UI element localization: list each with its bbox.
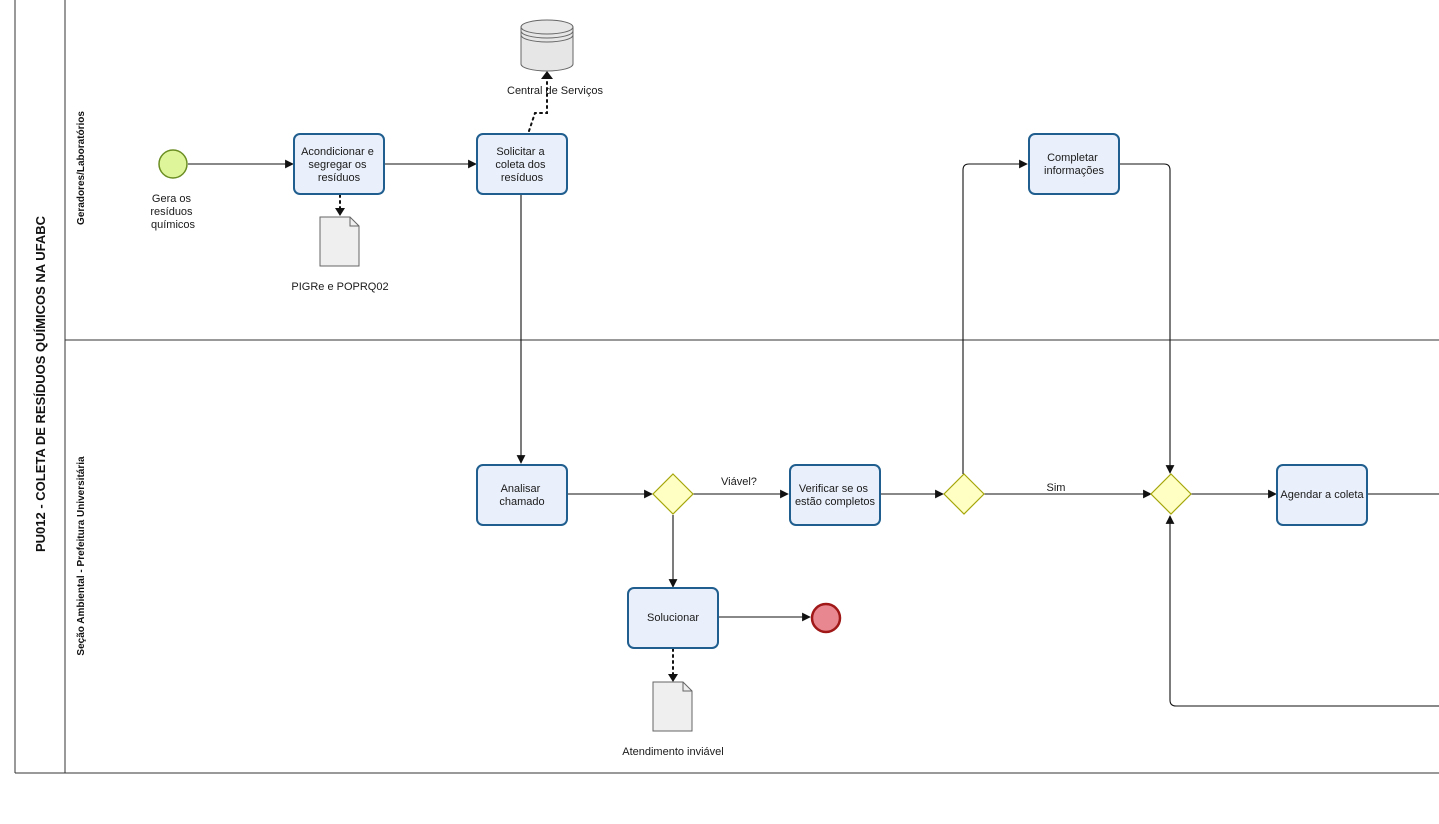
- document-atendimento[interactable]: [652, 681, 693, 732]
- task-solicitar[interactable]: Solicitar a coleta dos resíduos: [476, 133, 568, 195]
- flow-gateway2-to-completar: [962, 159, 1028, 474]
- pool-title: PU012 - COLETA DE RESÍDUOS QUÍMICOS NA U…: [33, 215, 48, 552]
- document-pigre[interactable]: [319, 216, 360, 267]
- task-agendar[interactable]: Agendar a coleta: [1276, 464, 1368, 526]
- end-event[interactable]: [810, 602, 842, 634]
- task-solucionar[interactable]: Solucionar: [627, 587, 719, 649]
- gateway-merge[interactable]: [1150, 473, 1192, 515]
- lane-title-geradores: Geradores/Laboratórios: [76, 111, 87, 225]
- start-event-label: Gera os resíduos químicos: [150, 193, 195, 231]
- task-verificar-label: Verificar se os estão completos: [795, 483, 876, 508]
- task-solicitar-label: Solicitar a coleta dos resíduos: [495, 146, 548, 184]
- task-verificar[interactable]: Verificar se os estão completos: [789, 464, 881, 526]
- flow-loop-to-gateway3: [1165, 515, 1439, 707]
- gateway-viavel[interactable]: [652, 473, 694, 515]
- associations: [335, 71, 678, 682]
- document-atendimento-label: Atendimento inviável: [622, 746, 724, 758]
- flow-completar-to-gateway3: [1119, 163, 1175, 474]
- lane-title-secao: Seção Ambiental - Prefeitura Universitár…: [76, 456, 87, 656]
- task-completar-label: Completar informações: [1044, 152, 1104, 177]
- assoc-solicitar-central: [528, 76, 548, 132]
- flow-label-sim: Sim: [1047, 482, 1066, 494]
- task-analisar[interactable]: Analisar chamado: [476, 464, 568, 526]
- sequence-flows: [188, 159, 1439, 707]
- start-event[interactable]: [158, 149, 188, 179]
- task-agendar-label: Agendar a coleta: [1280, 489, 1364, 501]
- task-acondicionar-label: Acondicionar e segregar os resíduos: [301, 146, 377, 184]
- task-solucionar-label: Solucionar: [647, 612, 699, 624]
- task-acondicionar[interactable]: Acondicionar e segregar os resíduos: [293, 133, 385, 195]
- pool: PU012 - COLETA DE RESÍDUOS QUÍMICOS NA U…: [14, 0, 1439, 774]
- task-analisar-label: Analisar chamado: [499, 483, 544, 508]
- datastore-central-servicos[interactable]: [520, 19, 574, 72]
- document-pigre-label: PIGRe e POPRQ02: [291, 281, 388, 293]
- task-completar[interactable]: Completar informações: [1028, 133, 1120, 195]
- gateway-completos[interactable]: [943, 473, 985, 515]
- datastore-central-servicos-label: Central de Serviços: [507, 85, 603, 97]
- flow-label-viavel: Viável?: [721, 476, 757, 488]
